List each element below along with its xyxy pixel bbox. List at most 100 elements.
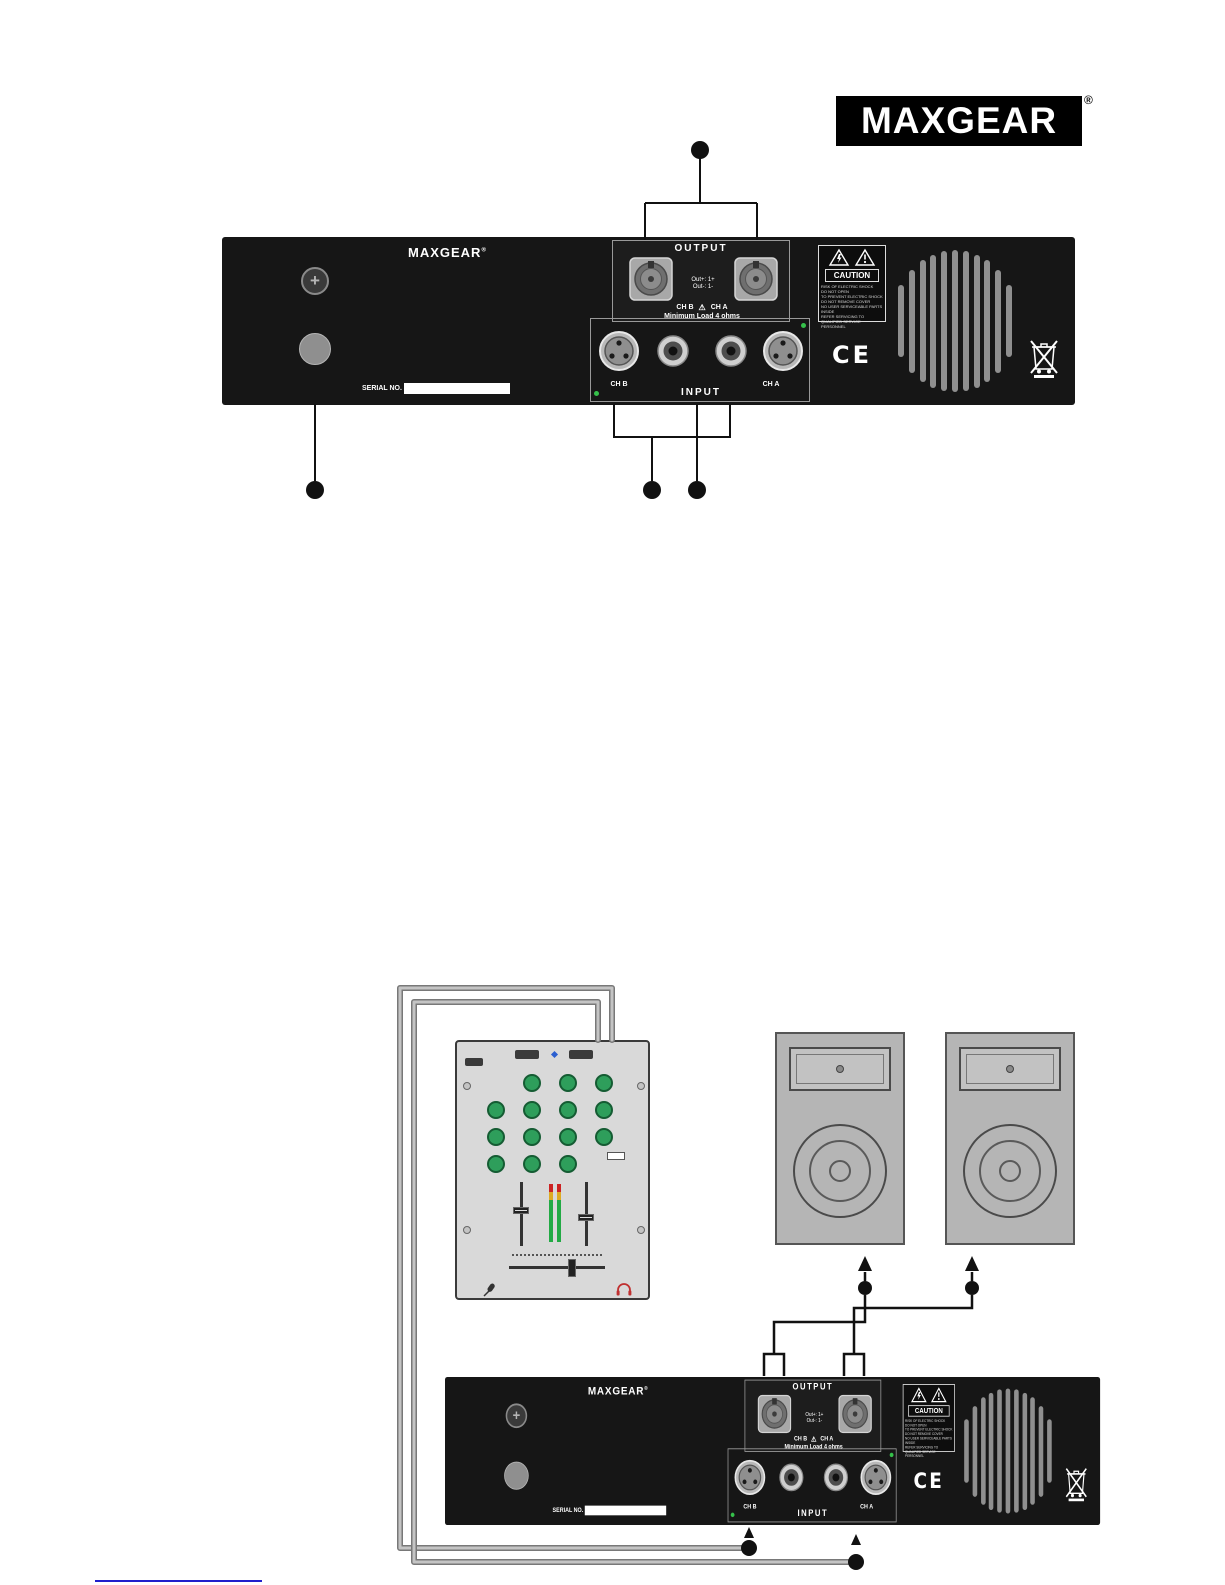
- input-section: CH B INPUT CH A: [590, 318, 810, 402]
- pinout-line2: Out-: 1-: [806, 1418, 823, 1424]
- output-channel-labels: CH B ⚠ CH A: [745, 1435, 882, 1443]
- pan-control-icon-right: [569, 1050, 593, 1059]
- input-title: INPUT: [681, 387, 721, 398]
- pinout-line1: Out+: 1+: [691, 277, 715, 283]
- caution-label: CAUTION RISK OF ELECTRIC SHOCK DO NOT OP…: [902, 1384, 955, 1458]
- cable-plug-dot: [848, 1554, 864, 1570]
- fader-handle: [578, 1214, 594, 1221]
- mixer-knob: [487, 1128, 505, 1146]
- arrow-up-icon: [965, 1256, 979, 1271]
- power-button: [504, 1461, 529, 1490]
- warning-triangle-icon: ⚠: [810, 1435, 817, 1444]
- input-ch-a-label: CH A: [860, 1503, 874, 1511]
- woofer: [963, 1124, 1057, 1218]
- caution-line: RISK OF ELECTRIC SHOCK: [821, 284, 874, 289]
- led-meter: [557, 1184, 561, 1242]
- jack-connector-chb: [779, 1463, 804, 1492]
- output-pinout: Out+: 1+ Out-: 1-: [675, 277, 731, 291]
- pinout-line2: Out-: 1-: [692, 284, 714, 290]
- speakon-connector-left: [629, 257, 673, 301]
- amplifier-rear-panel: + MAXGEAR® SERIAL NO. OUTPUT: [222, 237, 1075, 405]
- vent-grille-icon: [964, 1388, 1052, 1514]
- tweeter-dot: [1006, 1065, 1014, 1073]
- horn-tweeter: [789, 1047, 891, 1091]
- screw-cross: +: [310, 271, 320, 290]
- footer-link-line: [95, 1580, 262, 1582]
- crossfader-handle: [568, 1259, 576, 1277]
- screw-icon: +: [301, 267, 329, 295]
- speaker-left: [775, 1032, 905, 1245]
- warning-triangle-exclamation-icon: [854, 248, 876, 266]
- amp-brand-text: MAXGEAR: [587, 1384, 645, 1398]
- xlr-connector-cha: [860, 1459, 892, 1496]
- callout-dot: [643, 481, 661, 499]
- screw-icon: [637, 1226, 645, 1234]
- warning-triangle-icon: ⚠: [698, 303, 706, 312]
- fader-handle: [513, 1207, 529, 1214]
- mixer-knob: [523, 1155, 541, 1173]
- output-pinout: Out+: 1+ Out-: 1-: [793, 1412, 836, 1424]
- caution-line: REFER SERVICING TO QUALIFIED SERVICE PER…: [905, 1444, 939, 1459]
- screw-icon: [463, 1082, 471, 1090]
- output-title: OUTPUT: [792, 1382, 834, 1392]
- mixer-knob: [523, 1128, 541, 1146]
- horn-frame: [796, 1054, 884, 1084]
- mic-input-icon: [465, 1058, 483, 1066]
- callout-dot: [306, 481, 324, 499]
- mixer-knob: [595, 1128, 613, 1146]
- caution-text: RISK OF ELECTRIC SHOCK DO NOT OPEN TO PR…: [821, 284, 883, 329]
- callout-dot: [691, 141, 709, 159]
- horn-frame: [966, 1054, 1054, 1084]
- mixer-knob: [523, 1074, 541, 1092]
- screw-icon: [463, 1226, 471, 1234]
- screw-icon: [637, 1082, 645, 1090]
- input-ch-a-label: CH A: [762, 381, 780, 388]
- output-ch-a-label: CH A: [710, 304, 728, 311]
- speakon-connector-left: [757, 1394, 792, 1434]
- output-section: OUTPUT Out+: 1+ Out-: 1- CH B: [744, 1379, 882, 1452]
- brand-logo: MAXGEAR: [836, 96, 1082, 146]
- output-section: OUTPUT Out+: 1+ Out-: 1- CH B: [612, 240, 790, 322]
- arrow-up-icon: [858, 1256, 872, 1271]
- vent-grille-icon: [898, 250, 1012, 392]
- tweeter-dot: [836, 1065, 844, 1073]
- xlr-connector-chb: [599, 331, 639, 371]
- power-button: [299, 333, 331, 365]
- channel-fader-left: [520, 1182, 523, 1246]
- amplifier-rear-panel: + MAXGEAR® SERIAL NO. OUTPUT: [445, 1377, 1101, 1526]
- serial-number-field: [404, 383, 510, 394]
- serial-number-field: [584, 1505, 667, 1516]
- output-ch-b-label: CH B: [676, 304, 694, 311]
- screw-icon: +: [505, 1403, 528, 1429]
- cable-plug-dot: [965, 1281, 979, 1295]
- cable-plug-dot: [741, 1540, 757, 1556]
- dj-mixer: [455, 1040, 650, 1300]
- xlr-connector-chb: [734, 1459, 766, 1496]
- mixer-knob: [595, 1074, 613, 1092]
- caution-line: DO NOT OPEN: [821, 289, 849, 294]
- caution-triangles: [821, 248, 883, 268]
- speakon-plugs: [762, 1352, 866, 1376]
- pan-control-icon-left: [515, 1050, 539, 1059]
- output-ch-b-label: CH B: [793, 1436, 808, 1443]
- caution-line: RISK OF ELECTRIC SHOCK: [905, 1418, 946, 1423]
- woofer: [793, 1124, 887, 1218]
- mixer-knob: [523, 1101, 541, 1119]
- marker-icon: [550, 1050, 559, 1059]
- jack-connector-cha: [823, 1463, 849, 1492]
- arrow-up-icon: [851, 1534, 861, 1545]
- amplifier-rear-panel-bottom: + MAXGEAR® SERIAL NO. OUTPUT: [445, 1377, 1101, 1526]
- caution-title: CAUTION: [825, 269, 879, 282]
- mixer-knob: [595, 1101, 613, 1119]
- mixer-knob: [487, 1101, 505, 1119]
- crossfader: [509, 1266, 605, 1269]
- mixer-knob: [559, 1101, 577, 1119]
- woofer-cone: [979, 1140, 1041, 1202]
- speaker-right: [945, 1032, 1075, 1245]
- amp-brand-reg: ®: [644, 1386, 649, 1392]
- xlr-connector-cha: [763, 331, 803, 371]
- serial-label: SERIAL NO.: [552, 1507, 584, 1514]
- amp-brand-reg: ®: [481, 247, 487, 254]
- caution-line: NO USER SERVICEABLE PARTS INSIDE: [905, 1436, 952, 1445]
